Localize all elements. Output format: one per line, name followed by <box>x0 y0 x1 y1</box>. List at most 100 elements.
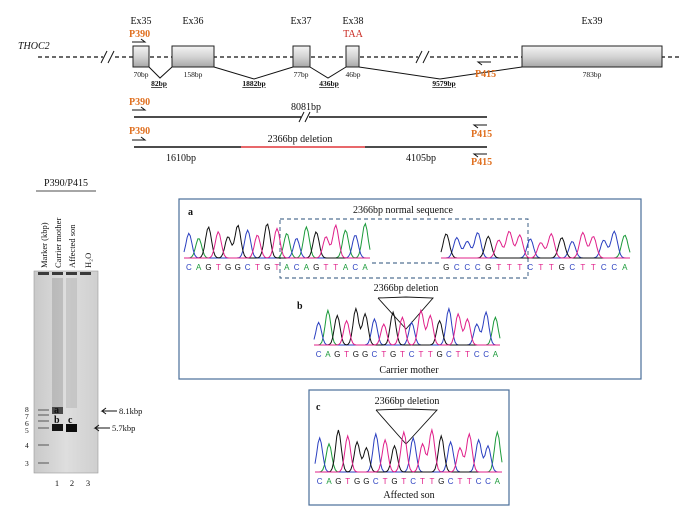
panel-c-caption: Affected son <box>383 490 434 501</box>
trace-G-line <box>184 223 370 259</box>
base-call: C <box>475 263 481 272</box>
lane-label-marker: Marker (kbp) <box>39 222 49 268</box>
primer-fwd-label: P390 <box>129 29 150 40</box>
base-call: A <box>362 263 368 272</box>
stop-codon-label: TAA <box>343 29 364 40</box>
base-call: G <box>391 477 397 486</box>
gene-structure: THOC2 Ex35 Ex36 Ex37 Ex38 Ex39 70bp 158b… <box>18 16 682 88</box>
exon-39-name: Ex39 <box>581 16 602 27</box>
marker-size-5: 5 <box>25 426 29 435</box>
base-call: T <box>428 350 433 359</box>
band-c-letter: c <box>68 415 73 426</box>
intron-3-size: 436bp <box>319 79 339 88</box>
marker-size-7: 7 <box>25 412 29 421</box>
intron-1-size: 82bp <box>151 79 167 88</box>
base-call: C <box>483 350 489 359</box>
base-call: G <box>559 263 565 272</box>
base-call: T <box>465 350 470 359</box>
base-call: T <box>255 263 260 272</box>
exon-36 <box>171 45 215 68</box>
base-call: G <box>335 477 341 486</box>
exon-38-size: 46bp <box>346 70 361 79</box>
amplicon-del-rev-label: P415 <box>471 157 492 168</box>
trace-b <box>313 306 501 346</box>
band-size-5kb: 5.7kbp <box>112 423 135 433</box>
base-call: C <box>611 263 617 272</box>
marker-size-8: 8 <box>25 405 29 414</box>
base-call: G <box>235 263 241 272</box>
base-call: C <box>186 263 192 272</box>
base-call: T <box>580 263 585 272</box>
exon-37-size: 77bp <box>294 70 309 79</box>
base-call: T <box>549 263 554 272</box>
panel-c-border <box>308 389 510 506</box>
splice-lines <box>148 66 523 80</box>
base-call: T <box>496 263 501 272</box>
intron-4-size: 9579bp <box>432 79 455 88</box>
trace-G-line <box>314 306 500 346</box>
base-call: C <box>448 477 454 486</box>
trace-a-right <box>440 230 631 259</box>
base-call: T <box>517 263 522 272</box>
base-call: G <box>438 477 444 486</box>
band-size-8kb: 8.1kbp <box>119 406 142 416</box>
amplicon-normal-fwd-arrow <box>132 106 147 111</box>
break-mark-left <box>100 50 115 64</box>
exon-38 <box>345 45 360 68</box>
panel-c-title: 2366bp deletion <box>375 396 440 407</box>
primer-fwd-arrow <box>132 38 147 43</box>
base-call: G <box>362 350 368 359</box>
trace-T-line <box>184 223 370 259</box>
base-call: T <box>345 477 350 486</box>
trace-A-line <box>315 430 503 473</box>
base-call: T <box>507 263 512 272</box>
marker-size-4: 4 <box>25 441 29 450</box>
amplicon-del-fwd-arrow <box>132 136 147 141</box>
trace-T-line <box>315 427 502 473</box>
amplicon-normal-fwd-label: P390 <box>129 97 150 108</box>
panel-b-title: 2366bp deletion <box>374 283 439 294</box>
lane-number-3: 3 <box>86 478 90 488</box>
base-call: T <box>344 350 349 359</box>
marker-size-labels: 8 7 6 5 4 3 <box>25 405 29 468</box>
base-call: C <box>410 477 416 486</box>
panel-a-letter: a <box>188 207 193 218</box>
gel-wells <box>38 272 91 275</box>
base-call: T <box>216 263 221 272</box>
exon-35-size: 70bp <box>134 70 149 79</box>
base-call: C <box>527 263 533 272</box>
base-call: C <box>485 477 491 486</box>
base-call: G <box>205 263 211 272</box>
base-call: T <box>401 477 406 486</box>
base-call: C <box>446 350 452 359</box>
exon-37-name: Ex37 <box>290 16 311 27</box>
amplicon-diagrams: P390 8081bp P390 P415 2366bp deletion P4… <box>129 97 492 168</box>
base-call: C <box>372 350 378 359</box>
gel-header: P390/P415 <box>44 178 88 189</box>
trace-C-line <box>314 432 502 473</box>
lane-label-son: Affected son <box>67 224 77 268</box>
base-call: C <box>474 350 480 359</box>
base-call: T <box>457 477 462 486</box>
base-call: T <box>418 350 423 359</box>
amplicon-break-mark <box>298 111 311 123</box>
base-call: G <box>334 350 340 359</box>
base-call: C <box>373 477 379 486</box>
base-call: C <box>454 263 460 272</box>
marker-size-3: 3 <box>25 459 29 468</box>
base-call: G <box>354 477 360 486</box>
band-a <box>52 407 63 414</box>
deletion-label: 2366bp deletion <box>268 134 333 145</box>
smear-lane-3 <box>66 278 77 408</box>
panel-ab-border <box>178 198 642 380</box>
band-c <box>66 424 77 432</box>
gene-name: THOC2 <box>18 41 50 52</box>
base-call: C <box>245 263 251 272</box>
base-call: T <box>381 350 386 359</box>
